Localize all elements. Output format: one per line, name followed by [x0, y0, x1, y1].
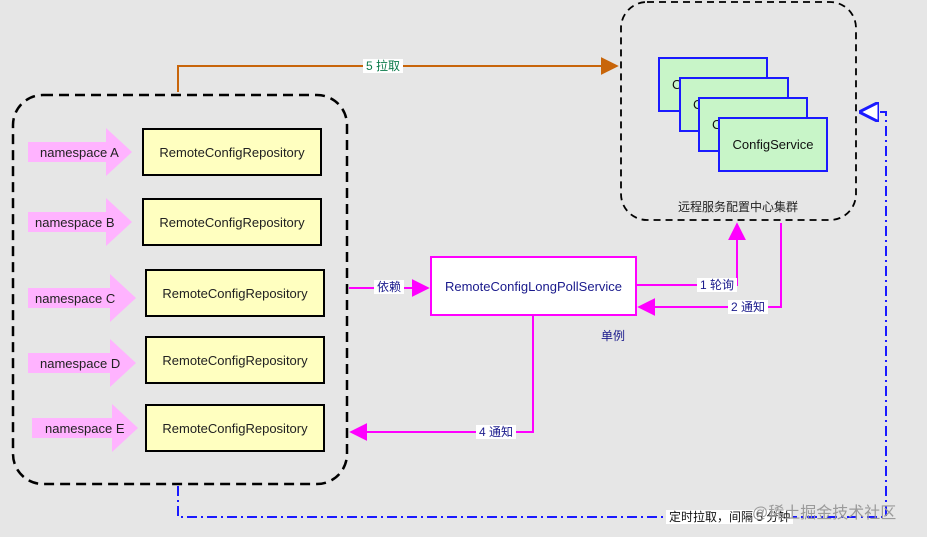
- edge-scheduled: [177, 112, 887, 518]
- namespace-label-c: namespace C: [35, 291, 116, 306]
- edge-label-poll: 1 轮询: [697, 278, 738, 292]
- edge-notify2: [637, 223, 782, 316]
- cluster-label: 远程服务配置中心集群: [678, 200, 799, 214]
- config-service-node: ConfigService: [718, 117, 828, 172]
- config-service-peek-letter: C: [693, 97, 702, 112]
- repository-node-c: RemoteConfigRepository: [145, 269, 325, 317]
- repository-label: RemoteConfigRepository: [162, 420, 308, 436]
- long-poll-service-label: RemoteConfigLongPollService: [444, 278, 623, 294]
- edge-label-notify2: 2 通知: [728, 300, 769, 314]
- namespace-arrow-d: [28, 339, 136, 387]
- repository-label: RemoteConfigRepository: [162, 285, 308, 301]
- repository-node-a: RemoteConfigRepository: [142, 128, 322, 176]
- repository-label: RemoteConfigRepository: [162, 352, 308, 368]
- cluster-container: [620, 1, 857, 221]
- repository-node-d: RemoteConfigRepository: [145, 336, 325, 384]
- namespace-arrow-c: [28, 274, 136, 322]
- long-poll-service-node: RemoteConfigLongPollService: [430, 256, 637, 316]
- edge-poll: [637, 222, 746, 286]
- client-container: [11, 93, 349, 486]
- namespace-arrow-a: [28, 128, 132, 176]
- edge-pull5: [177, 57, 619, 92]
- namespace-label-d: namespace D: [40, 356, 121, 371]
- watermark: @稀土掘金技术社区: [752, 505, 897, 522]
- edge-notify4: [349, 316, 534, 441]
- config-service-peek-letter: C: [672, 77, 682, 92]
- namespace-label-e: namespace E: [45, 421, 125, 436]
- repository-label: RemoteConfigRepository: [159, 144, 305, 160]
- edge-label-pull5: 5 拉取: [363, 59, 404, 73]
- namespace-label-b: namespace B: [35, 215, 115, 230]
- config-service-label: ConfigService: [732, 137, 814, 152]
- repository-node-b: RemoteConfigRepository: [142, 198, 322, 246]
- namespace-arrows: [28, 128, 138, 452]
- edge-label-scheduled: 定时拉取，间隔 5 分钟: [666, 510, 794, 524]
- namespace-label-a: namespace A: [40, 145, 119, 160]
- edge-label-depends: 依赖: [374, 280, 405, 294]
- repository-node-e: RemoteConfigRepository: [145, 404, 325, 452]
- edge-label-notify4: 4 通知: [476, 425, 517, 439]
- repository-label: RemoteConfigRepository: [159, 214, 305, 230]
- namespace-arrow-b: [28, 198, 132, 246]
- namespace-arrow-e: [32, 404, 138, 452]
- singleton-note: 单例: [601, 329, 626, 343]
- config-service-peek-letter: C: [712, 117, 722, 132]
